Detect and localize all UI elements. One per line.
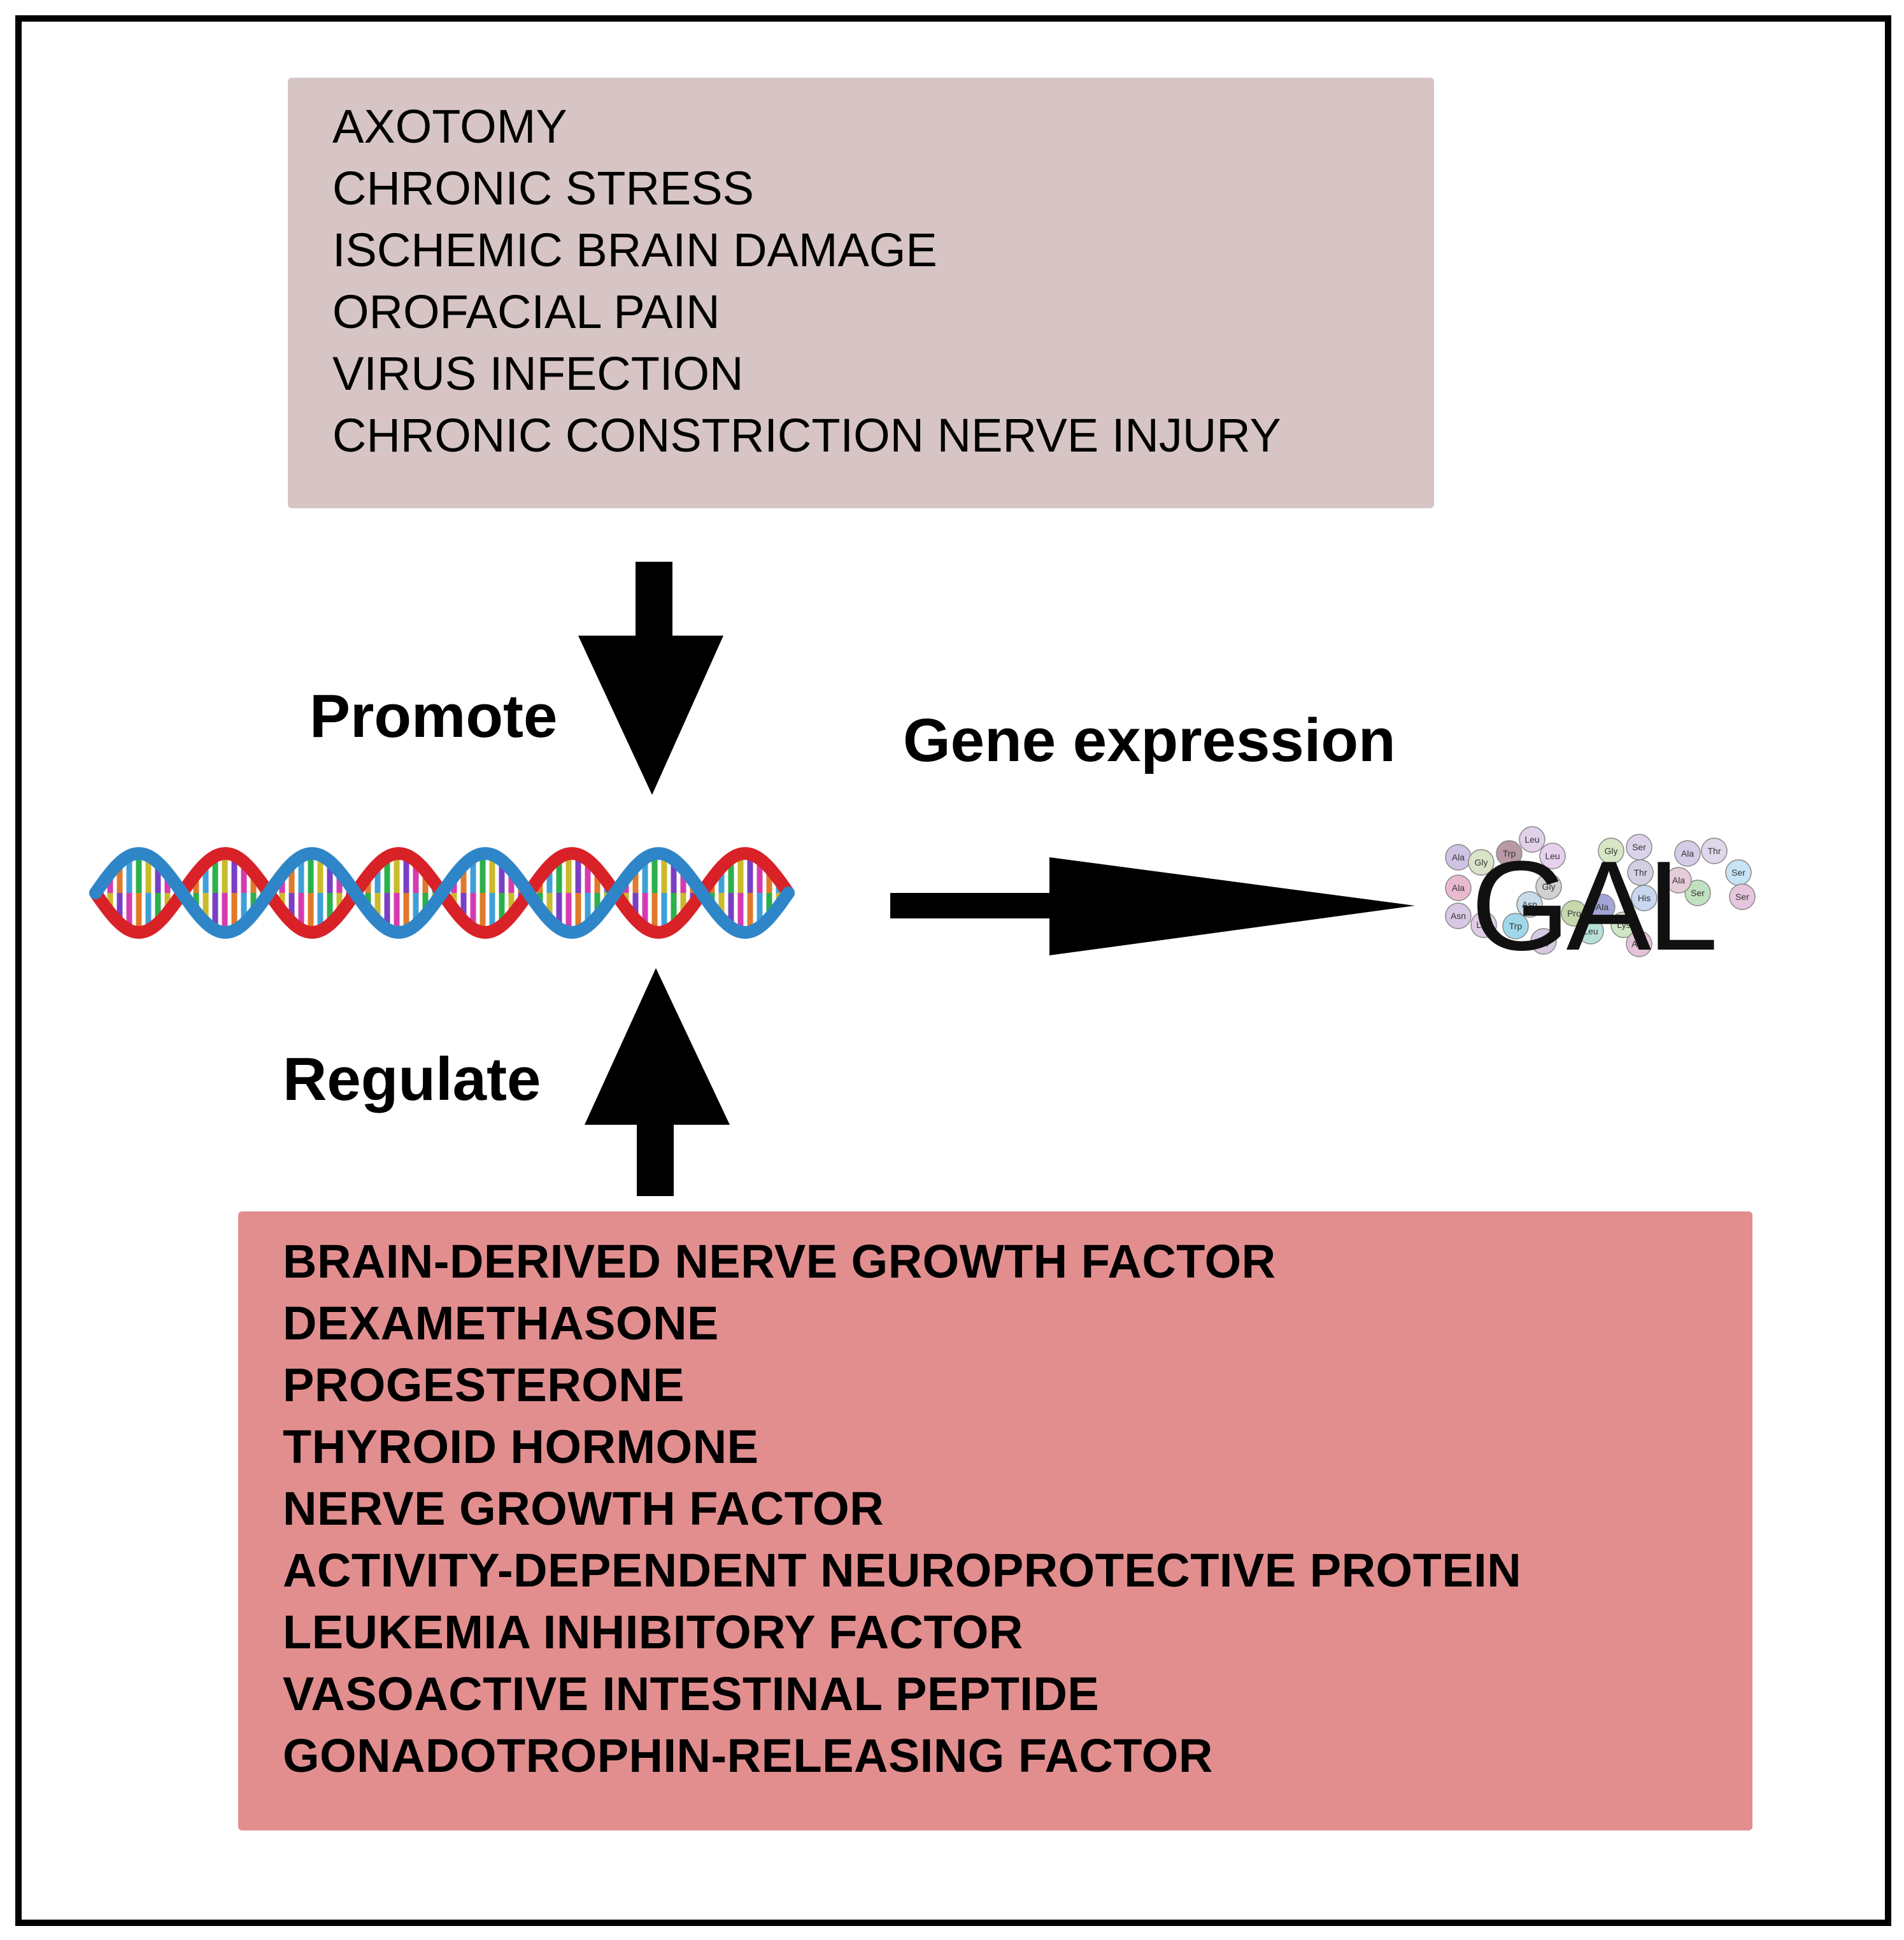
amino-acid-bubble — [1589, 894, 1616, 920]
amino-acid-bubble — [1535, 873, 1562, 900]
regulate-factor-item: PROGESTERONE — [283, 1359, 685, 1411]
amino-acid-bubble — [1561, 900, 1588, 927]
gene-expression-label: Gene expression — [903, 706, 1396, 774]
amino-acid-bubble — [1684, 880, 1711, 906]
amino-acid-bubble — [1502, 913, 1529, 939]
amino-acid-label: Leu — [1524, 834, 1539, 845]
regulate-factor-item: VASOACTIVE INTESTINAL PEPTIDE — [283, 1667, 1100, 1720]
amino-acid-bubble — [1577, 918, 1604, 945]
amino-acid-label: Trp — [1509, 921, 1523, 931]
amino-acid-bubble — [1496, 840, 1523, 867]
regulate-factor-item: DEXAMETHASONE — [283, 1297, 719, 1350]
amino-acid-bubble — [1445, 874, 1472, 901]
amino-acid-bubble — [1519, 826, 1545, 853]
amino-acid-label: Ala — [1452, 852, 1465, 862]
regulate-factor-item: NERVE GROWTH FACTOR — [283, 1482, 885, 1535]
dna-helix-icon — [89, 846, 795, 939]
amino-acid-bubble — [1530, 928, 1557, 955]
dna-strand-blue — [89, 846, 795, 939]
amino-acid-bubble — [1610, 911, 1637, 938]
amino-acid-label: Trp — [1503, 848, 1516, 859]
amino-acid-label: Thr — [1708, 846, 1721, 856]
amino-acid-bubble — [1539, 843, 1566, 869]
promote-factor-item: OROFACIAL PAIN — [332, 285, 720, 338]
regulate-factors-box: BRAIN-DERIVED NERVE GROWTH FACTOR DEXAME… — [238, 1211, 1752, 1830]
amino-acid-label: Gly — [1537, 936, 1551, 946]
amino-acid-bubble — [1665, 867, 1692, 894]
amino-acid-label: Ala — [1672, 875, 1685, 885]
promote-factor-item: AXOTOMY — [332, 100, 567, 153]
regulate-label: Regulate — [283, 1045, 541, 1113]
amino-acid-label: Pro — [1567, 908, 1581, 918]
gal-label: GAL — [1471, 835, 1718, 977]
amino-acid-label: Lys — [1617, 920, 1630, 930]
amino-acid-label: Ser — [1731, 867, 1745, 878]
promote-factor-item: CHRONIC STRESS — [332, 162, 754, 215]
promote-factor-item: VIRUS INFECTION — [332, 347, 744, 400]
amino-acid-bubble — [1729, 883, 1756, 910]
regulate-factors-list: BRAIN-DERIVED NERVE GROWTH FACTOR DEXAME… — [283, 1230, 1521, 1787]
amino-acid-label: Ser — [1691, 888, 1705, 898]
amino-acid-bubble — [1627, 859, 1654, 886]
regulate-factor-item: LEUKEMIA INHIBITORY FACTOR — [283, 1606, 1023, 1658]
amino-acid-label: Thr — [1634, 867, 1647, 878]
amino-acid-label: Gly — [1542, 881, 1556, 892]
amino-acid-bubble — [1674, 840, 1701, 867]
amino-acid-label: Ser — [1735, 892, 1749, 902]
amino-acid-label: Ser — [1632, 842, 1646, 852]
amino-acid-bubble — [1631, 885, 1658, 911]
amino-acid-label: His — [1638, 893, 1651, 903]
amino-acid-label: Ala — [1681, 848, 1694, 859]
promote-factor-item: ISCHEMIC BRAIN DAMAGE — [332, 224, 937, 276]
promote-factors-list: AXOTOMY CHRONIC STRESS ISCHEMIC BRAIN DA… — [332, 96, 1281, 466]
regulate-factor-item: ACTIVITY-DEPENDENT NEUROPROTECTIVE PROTE… — [283, 1544, 1522, 1597]
amino-acid-label: Asp — [1631, 939, 1647, 949]
amino-acid-bubble — [1445, 902, 1472, 929]
amino-acid-bubble — [1516, 891, 1543, 918]
amino-acid-label: Leu — [1476, 920, 1491, 930]
regulate-factor-item: BRAIN-DERIVED NERVE GROWTH FACTOR — [283, 1235, 1276, 1288]
gene-expression-arrow — [890, 857, 1415, 955]
amino-acid-label: Gly — [1605, 846, 1618, 856]
promote-label: Promote — [309, 682, 558, 750]
amino-acid-bubble — [1701, 838, 1728, 864]
promote-arrow — [578, 562, 723, 795]
amino-acid-bubble — [1468, 849, 1495, 876]
amino-acid-label: Asn — [1522, 899, 1537, 909]
amino-acid-bubble — [1598, 838, 1624, 864]
amino-acid-label: Leu — [1583, 926, 1598, 936]
amino-acid-label: Asn — [1451, 911, 1466, 921]
regulate-arrow — [585, 968, 730, 1196]
amino-acid-bubble — [1470, 911, 1497, 938]
regulate-factor-item: GONADOTROPHIN-RELEASING FACTOR — [283, 1729, 1213, 1782]
amino-acid-bubble — [1626, 931, 1652, 957]
amino-acid-label: Leu — [1545, 851, 1559, 861]
amino-acid-label: Gly — [1475, 857, 1488, 867]
regulate-factor-item: THYROID HORMONE — [283, 1420, 759, 1473]
amino-acid-label: Ala — [1596, 902, 1609, 912]
promote-factors-box: AXOTOMY CHRONIC STRESS ISCHEMIC BRAIN DA… — [288, 78, 1434, 508]
promote-factor-item: CHRONIC CONSTRICTION NERVE INJURY — [332, 409, 1281, 462]
amino-acid-label: Ala — [1452, 883, 1465, 893]
